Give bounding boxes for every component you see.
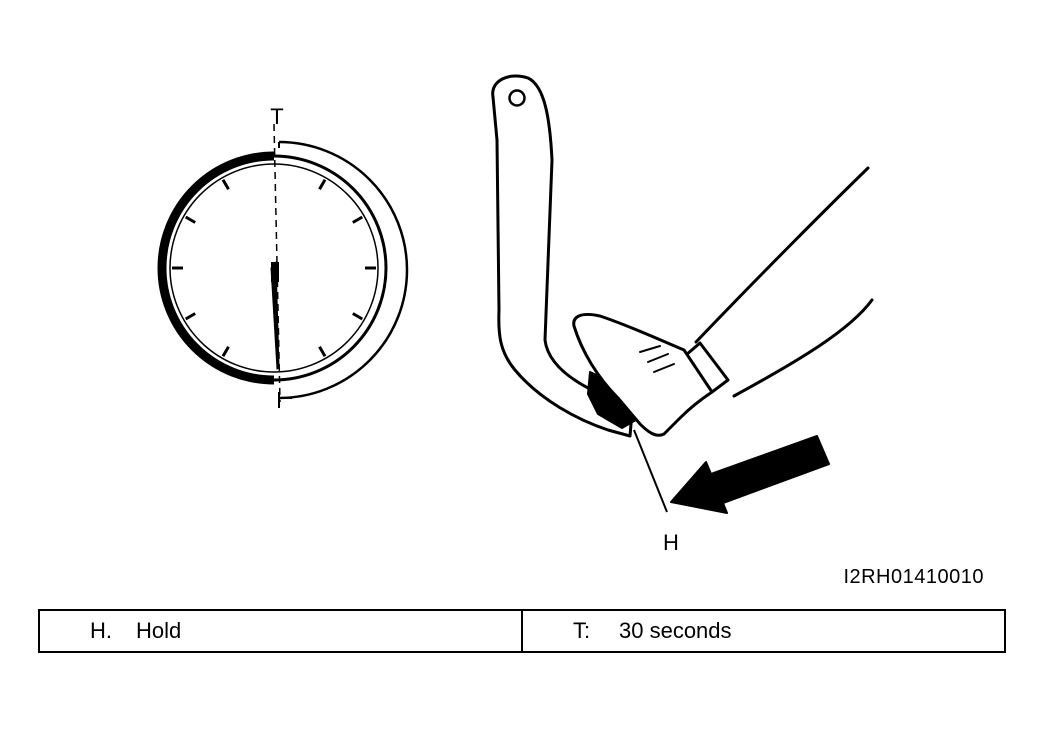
figure-id: I2RH01410010 (843, 566, 984, 588)
legend-text: Hold (136, 618, 182, 643)
stopwatch-icon (157, 123, 409, 408)
stopwatch-label: T (270, 104, 283, 129)
pedal-pivot (508, 89, 526, 107)
trouser-leg (694, 166, 874, 398)
legend-key: H. (90, 618, 112, 643)
foot (572, 166, 874, 437)
hold-leader-line (633, 429, 668, 513)
shoe (572, 312, 714, 437)
pedal-arm (491, 74, 634, 438)
legend-key: T: (573, 618, 591, 643)
legend-cell-time: T: 30 seconds (521, 611, 1004, 651)
pedal-label: H (663, 530, 679, 555)
legend-table: H. Hold T: 30 seconds (38, 609, 1006, 653)
brake-pedal (491, 74, 641, 438)
legend-text: 30 seconds (619, 618, 732, 643)
dial-rim-bold (157, 151, 275, 385)
legend-cell-hold: H. Hold (40, 611, 521, 651)
dial-ticks (172, 178, 376, 358)
press-arrow (670, 435, 830, 514)
elapsed-arc (278, 140, 409, 400)
